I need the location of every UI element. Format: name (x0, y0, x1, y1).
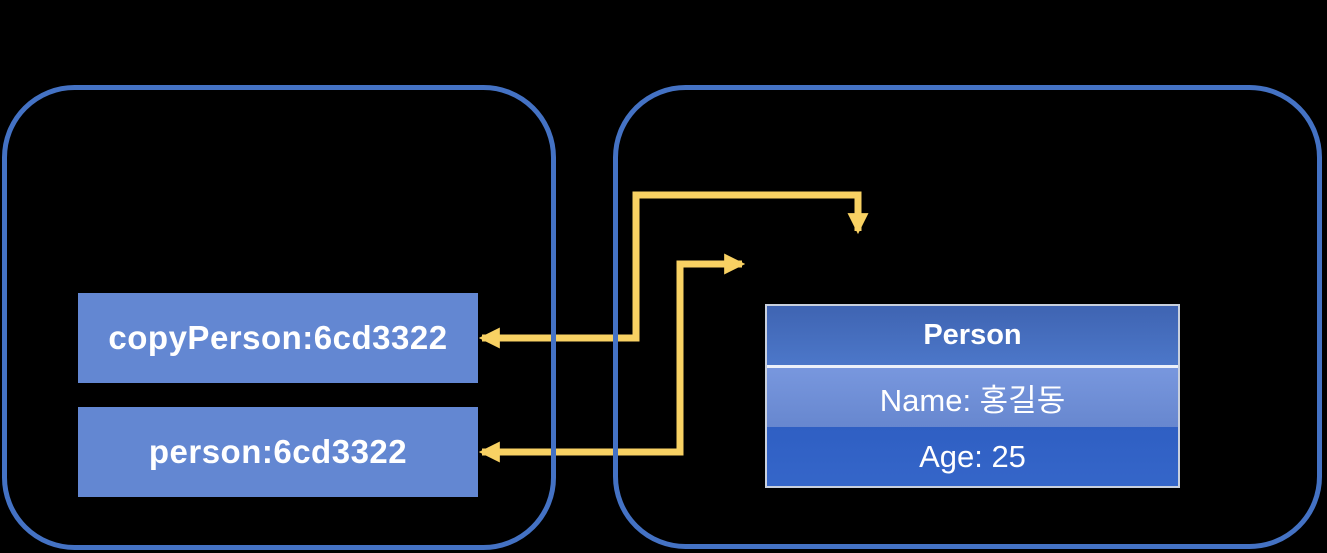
heap-outline (613, 85, 1322, 549)
variable-label-copyperson: copyPerson:6cd3322 (108, 319, 448, 356)
person-object-title: Person (923, 319, 1022, 351)
variable-box-copyperson: copyPerson:6cd3322 (78, 293, 478, 383)
person-object-title-row: Person (767, 306, 1178, 368)
arrow-person-to-person-object (478, 253, 746, 463)
variable-box-person: person:6cd3322 (78, 407, 478, 497)
person-age-row: Age: 25 (767, 427, 1178, 486)
stack-frame-outline (2, 85, 556, 550)
variable-label-person: person:6cd3322 (148, 433, 408, 470)
person-age-field: Age: 25 (919, 438, 1026, 474)
person-name-field: Name: 홍길동 (879, 383, 1066, 418)
person-name-row: Name: 홍길동 (767, 368, 1178, 427)
person-object-table: Person Name: 홍길동 Age: 25 (765, 304, 1180, 488)
